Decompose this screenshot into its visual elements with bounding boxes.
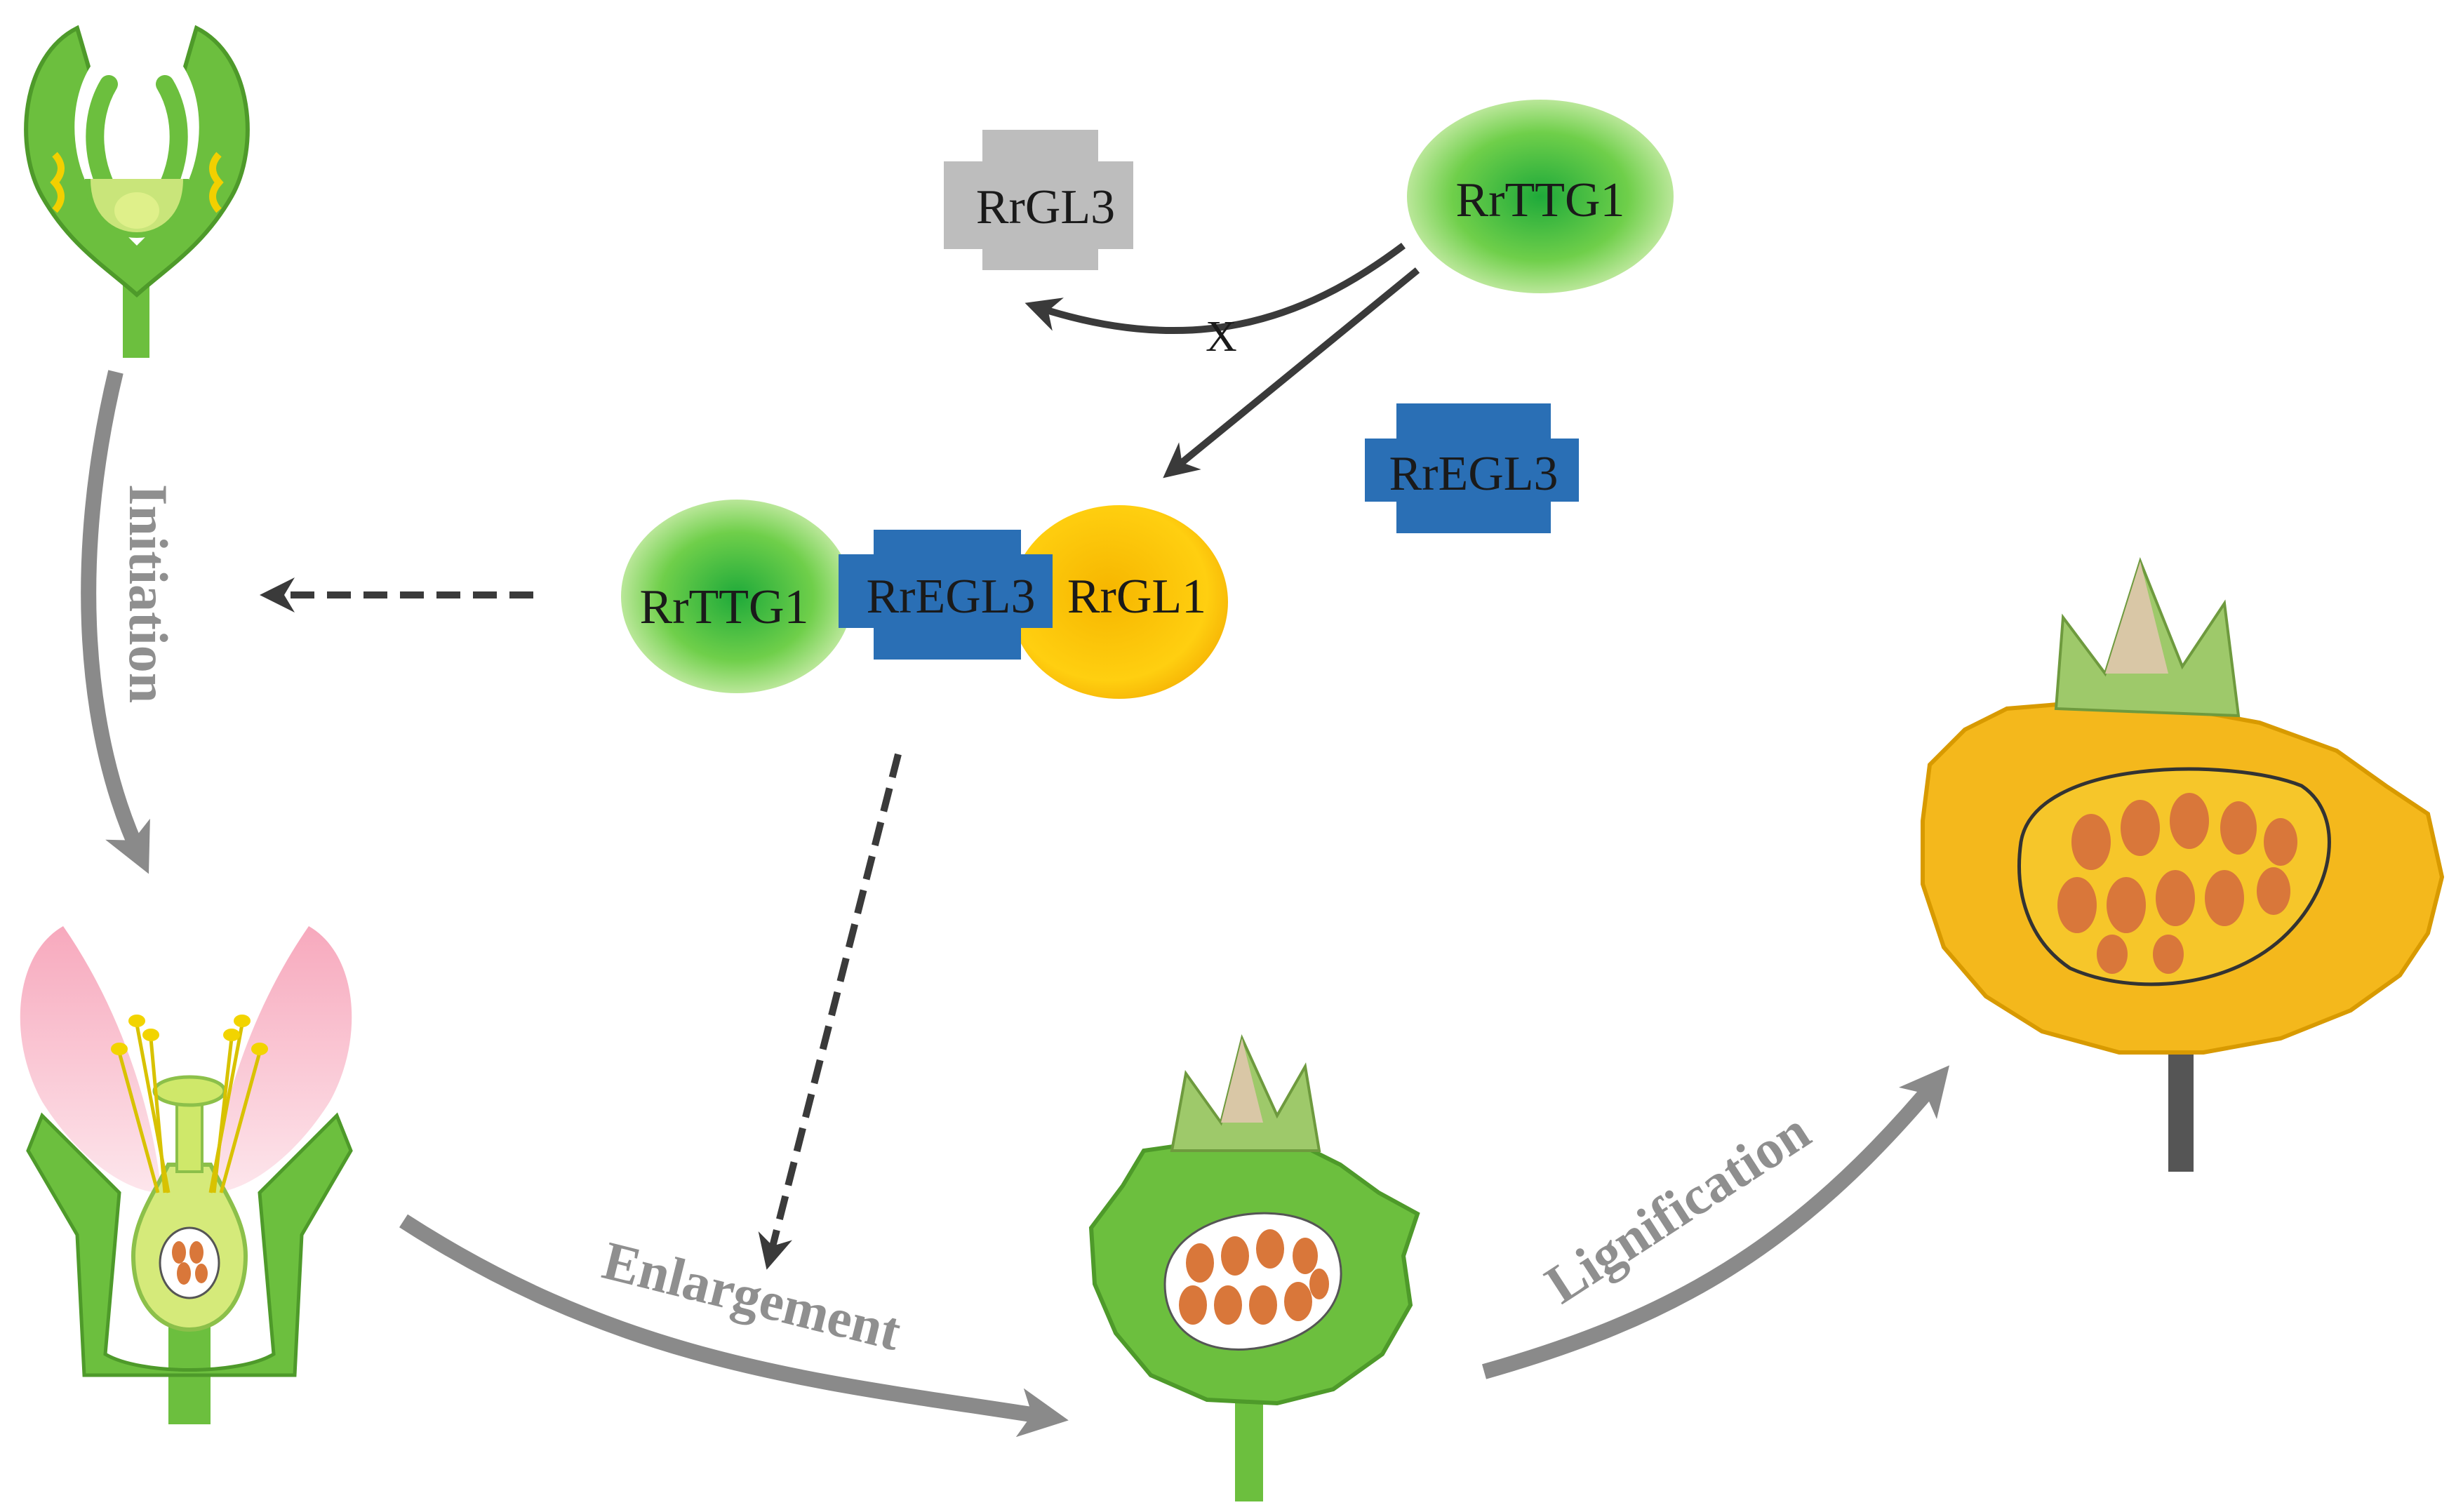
rrttg1-free-label: RrTTG1	[1455, 173, 1624, 227]
open-flower-illustration	[20, 926, 353, 1424]
blocked-interaction-arrow	[1025, 242, 1406, 334]
ttg1-to-complex-arrow	[1163, 267, 1420, 479]
ripe-yellow-fruit-illustration	[1921, 557, 2445, 1172]
blocked-marker: X	[1206, 313, 1237, 361]
young-green-fruit-illustration	[1088, 1033, 1420, 1501]
protein-complex: RrTTG1 RrEGL3 RrGL1	[621, 500, 1228, 699]
complex-rrttg1-label: RrTTG1	[639, 580, 808, 634]
rrgl3-inactive-protein: RrGL3	[944, 130, 1133, 270]
complex-rrttg1-shape	[621, 500, 853, 693]
rregl3-free-label: RrEGL3	[1389, 447, 1558, 501]
flower-bud-illustration	[24, 25, 250, 358]
enlargement-arrow	[399, 1214, 1069, 1438]
stage-label-lignification: Lignification	[1535, 1100, 1820, 1316]
rregl3-free-protein: RrEGL3	[1365, 403, 1579, 533]
initiation-arrow	[81, 370, 150, 874]
lignification-arrow	[1482, 1065, 1950, 1379]
rrttg1-free-protein: RrTTG1	[1407, 100, 1674, 293]
complex-rregl3-label: RrEGL3	[866, 570, 1035, 624]
complex-rrgl1-shape	[1010, 505, 1228, 699]
rrgl3-inactive-label: RrGL3	[976, 180, 1115, 234]
complex-to-enlargement-dashed-arrow	[758, 753, 902, 1270]
complex-rrgl1-label: RrGL1	[1067, 570, 1206, 624]
stage-label-initiation: Initiation	[118, 484, 179, 703]
complex-rregl3-shape	[839, 530, 1053, 660]
